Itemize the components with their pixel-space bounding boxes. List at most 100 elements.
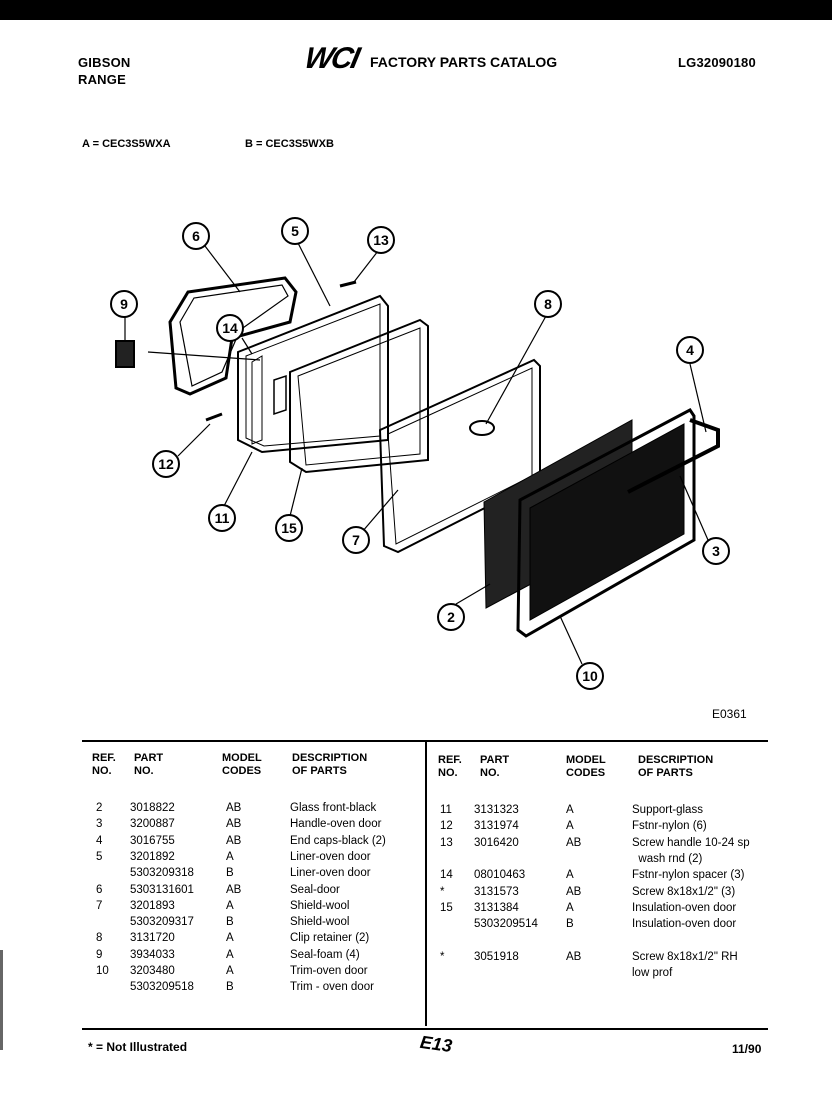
right-row-model: A [566, 820, 574, 833]
table-divider [425, 742, 427, 1026]
callout-7 [342, 526, 370, 554]
callout-15-label: 15 [281, 520, 297, 536]
hdr-ref-right: REF. NO. [438, 754, 462, 779]
insulation-part [289, 318, 429, 474]
brand-line-1: GIBSON [78, 55, 131, 70]
left-row-part: 3934033 [130, 948, 175, 961]
trim-oven-door-part [516, 408, 696, 638]
right-row-ref: 15 [440, 901, 453, 914]
callout-10-label: 10 [582, 668, 598, 684]
left-row-ref: 2 [96, 802, 103, 814]
callout-5 [281, 217, 309, 245]
callout-12-label: 12 [158, 456, 174, 472]
left-row-model: AB [226, 818, 242, 831]
seal-foam-part [115, 340, 135, 368]
not-illustrated-note: * = Not Illustrated [88, 1040, 188, 1054]
callout-3-label: 3 [712, 543, 720, 559]
left-row-ref: 10 [96, 965, 109, 977]
left-row-desc: End caps-black (2) [290, 834, 386, 847]
left-row-ref: 7 [96, 899, 103, 912]
liner-oven-door-part [237, 294, 389, 454]
left-row-desc: Seal-foam (4) [290, 948, 360, 961]
left-row-ref: 4 [96, 834, 103, 847]
hdr-part-left: PART NO. [134, 752, 164, 777]
callout-14-label: 14 [222, 320, 238, 336]
left-row-model: A [226, 932, 234, 945]
date-code: 11/90 [732, 1042, 762, 1056]
diagram-code: E0361 [712, 707, 747, 721]
model-b: B = CEC3S5WXB [245, 138, 334, 150]
scan-edge [0, 950, 11, 1050]
right-row-ref: 13 [440, 836, 453, 849]
brand-block: GIBSON RANGE [78, 54, 130, 88]
right-row-model: A [566, 804, 574, 816]
left-row-part: 3016755 [130, 834, 175, 847]
left-row-model: A [226, 850, 234, 863]
left-row-part: 5303131601 [130, 883, 194, 896]
left-row-desc: Clip retainer (2) [290, 932, 370, 945]
catalog-number: LG32090180 [678, 55, 756, 70]
right-row-ref: * [440, 950, 445, 963]
screw-part-13 [339, 280, 357, 288]
left-row-model: B [226, 981, 234, 994]
left-row-model: AB [226, 834, 242, 847]
left-row-ref: 8 [96, 932, 103, 945]
right-row-part: 3016420 [474, 836, 519, 849]
left-row-desc: Trim - oven door [290, 981, 374, 994]
hdr-model-left: MODEL CODES [222, 752, 262, 777]
page-number: E13 [418, 1031, 454, 1057]
left-row-part: 3201892 [130, 850, 175, 863]
callout-13-label: 13 [373, 232, 389, 248]
right-row-model: B [566, 918, 574, 931]
left-row-desc: Liner-oven door [290, 867, 371, 880]
exploded-parts-diagram: 6 5 13 9 14 8 4 12 11 15 7 3 2 10 E0361 [110, 217, 747, 721]
left-row-part: 5303209318 [130, 867, 194, 880]
left-row-part: 3018822 [130, 802, 175, 814]
right-row-desc: Fstnr-nylon spacer (3) [632, 869, 745, 882]
hdr-ref-left: REF. NO. [92, 752, 116, 777]
right-row-desc: Insulation-oven door [632, 901, 737, 914]
right-row-desc: Support-glass [632, 804, 703, 816]
left-row-desc: Handle-oven door [290, 818, 382, 831]
left-row-ref: 5 [96, 850, 103, 863]
right-row-model: AB [566, 950, 582, 963]
left-row-desc: Shield-wool [290, 899, 350, 912]
left-row-model: AB [226, 883, 242, 896]
left-row-part: 3131720 [130, 932, 175, 945]
right-row-model: AB [566, 885, 582, 898]
left-row-part: 3200887 [130, 818, 175, 831]
callout-3 [702, 537, 730, 565]
left-row-desc: Glass front-black [290, 802, 377, 814]
right-row-model: A [566, 869, 574, 882]
callout-6 [182, 222, 210, 250]
callout-4-label: 4 [686, 342, 694, 358]
right-row-desc: wash rnd (2) [632, 852, 703, 865]
right-row-ref: 12 [440, 820, 453, 833]
callout-11-label: 11 [215, 510, 230, 526]
right-row-desc: low prof [632, 967, 673, 979]
left-row-model: AB [226, 802, 242, 814]
left-row-model: A [226, 948, 234, 961]
left-row-desc: Liner-oven door [290, 850, 371, 863]
screw-part-12 [205, 412, 223, 422]
right-row-desc: Fstnr-nylon (6) [632, 820, 707, 833]
right-row-ref: 11 [440, 804, 452, 816]
right-row-part: 3131384 [474, 901, 519, 914]
callout-8-label: 8 [544, 296, 552, 312]
left-row-part: 5303209518 [130, 981, 194, 994]
hdr-part-right: PART NO. [480, 754, 510, 779]
callout-8 [534, 290, 562, 318]
callout-2-label: 2 [447, 609, 455, 625]
right-row-ref: * [440, 885, 445, 898]
right-row-desc: Screw handle 10-24 sp [632, 836, 750, 849]
hdr-desc-right: DESCRIPTION OF PARTS [638, 754, 714, 779]
right-row-part: 3131323 [474, 804, 519, 816]
left-row-model: A [226, 965, 234, 977]
brand-line-2: RANGE [78, 72, 126, 87]
right-row-part: 3051918 [474, 950, 519, 963]
left-row-part: 5303209317 [130, 916, 194, 929]
parts-table: REF. NO. PART NO. MODEL CODES DESCRIPTIO… [82, 740, 768, 1030]
seal-door-part [168, 276, 298, 396]
callout-4 [676, 336, 704, 364]
callout-12 [152, 450, 180, 478]
